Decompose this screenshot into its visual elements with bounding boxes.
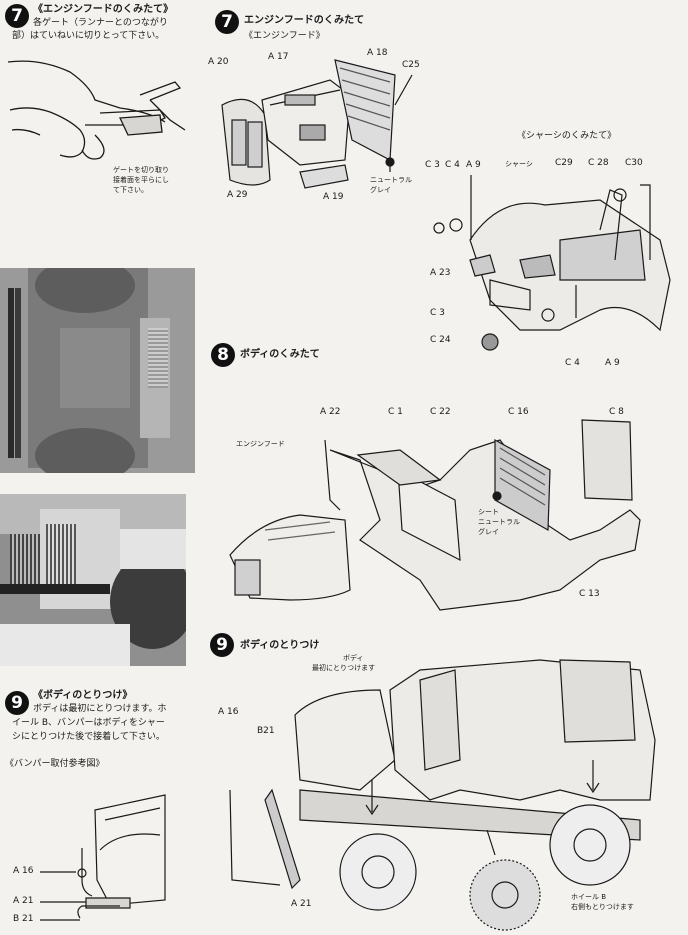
part-a20: A 20 — [208, 57, 229, 67]
chassis-part-c30: C30 — [625, 158, 643, 168]
seat-label-3: グレイ — [478, 528, 499, 536]
step-9-title-left: 《ボディのとりつけ》 — [33, 690, 133, 701]
seat-label-1: シート — [478, 508, 499, 516]
step-7-line-2: 部）はていねいに切りとって下さい。 — [12, 31, 165, 41]
engine-hood-subtitle: 《エンジンフード》 — [244, 31, 325, 41]
step-9-line-3: シにとりつけた後で接着して下さい。 — [12, 732, 165, 742]
body-part-c13: C 13 — [579, 589, 600, 599]
body-part-c16: C 16 — [508, 407, 529, 417]
chassis-label: シャーシ — [505, 160, 533, 168]
step-9-line-1: ボディは最初にとりつけます。ホ — [33, 704, 167, 714]
vehicle-photo — [0, 494, 186, 666]
chassis-part-a9-top: A 9 — [466, 160, 481, 170]
chassis-part-c3-mid: C 3 — [430, 308, 445, 318]
wheel-label-2: 右側もとりつけます — [571, 903, 634, 911]
chassis-part-a23: A 23 — [430, 268, 451, 278]
ref-label-b21: B 21 — [13, 914, 34, 924]
body-part-c1: C 1 — [388, 407, 403, 417]
bumper-ref-title: 《バンパー取付参考図》 — [5, 759, 105, 769]
hood-label: エンジンフード — [236, 440, 285, 448]
final-part-b21: B21 — [257, 726, 275, 736]
chassis-subtitle: 《シャーシのくみたて》 — [517, 131, 617, 141]
part-a29: A 29 — [227, 190, 248, 200]
gate-note-2: 接着面を平らにし — [113, 176, 169, 184]
gate-note-1: ゲートを切り取り — [113, 166, 169, 174]
chassis-part-c4-top: C 4 — [445, 160, 460, 170]
step-7-badge-right: 7 — [215, 10, 239, 34]
body-part-c8: C 8 — [609, 407, 624, 417]
body-part-c22: C 22 — [430, 407, 451, 417]
step-7-title-left: 《エンジンフードのくみたて》 — [33, 4, 174, 15]
step-7-title-right: エンジンフードのくみたて — [244, 15, 365, 26]
chassis-part-c29: C29 — [555, 158, 573, 168]
step-9-title-right: ボディのとりつけ — [240, 640, 320, 651]
chassis-part-c3-top: C 3 — [425, 160, 440, 170]
chassis-part-a9-bottom: A 9 — [605, 358, 620, 368]
chassis-part-c24: C 24 — [430, 335, 451, 345]
step-7-badge-left: 7 — [5, 4, 29, 28]
step-8-title: ボディのくみたて — [240, 349, 320, 360]
body-first-label-2: 最初にとりつけます — [312, 664, 376, 672]
part-a17: A 17 — [268, 52, 289, 62]
body-first-label-1: ボディ — [343, 654, 364, 662]
chassis-part-c4-bottom: C 4 — [565, 358, 580, 368]
ref-label-a16: A 16 — [13, 866, 34, 876]
step-9-line-2: イール B、バンパーはボディをシャー — [12, 718, 165, 728]
ref-label-a21: A 21 — [13, 896, 34, 906]
step-9-badge-right: 9 — [210, 633, 234, 657]
wheel-label-1: ホイール B — [571, 893, 607, 901]
chassis-part-c28: C 28 — [588, 158, 609, 168]
part-c25: C25 — [402, 60, 420, 70]
hood-paint-2: グレイ — [370, 186, 391, 194]
gate-note-3: て下さい。 — [113, 186, 148, 194]
body-part-a22: A 22 — [320, 407, 341, 417]
step-7-line-1: 各ゲート（ランナーとのつながり — [33, 18, 168, 28]
final-part-a16: A 16 — [218, 707, 239, 717]
step-9-badge-left: 9 — [5, 691, 29, 715]
hood-paint-1: ニュートラル — [370, 176, 412, 184]
seat-label-2: ニュートラル — [478, 518, 520, 526]
part-a18: A 18 — [367, 48, 388, 58]
model-top-photo — [0, 268, 195, 473]
step-8-badge: 8 — [211, 343, 235, 367]
final-part-a21: A 21 — [291, 899, 312, 909]
part-a19: A 19 — [323, 192, 344, 202]
